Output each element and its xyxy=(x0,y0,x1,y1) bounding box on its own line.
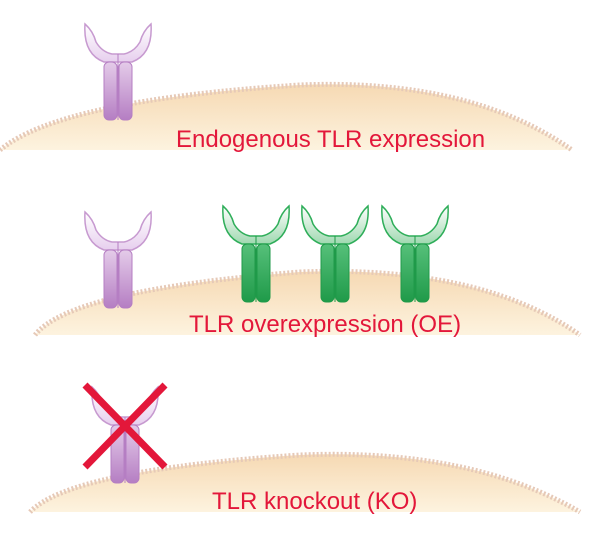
label-knockout: TLR knockout (KO) xyxy=(212,488,418,515)
label-overexpression: TLR overexpression (OE) xyxy=(189,311,462,338)
cell-membrane-2 xyxy=(35,271,580,335)
label-endogenous: Endogenous TLR expression xyxy=(176,126,486,153)
membrane-edge-3 xyxy=(28,451,582,515)
cell-membrane-3 xyxy=(30,454,580,512)
panel-knockout xyxy=(28,382,582,515)
panel-overexpression xyxy=(33,205,582,338)
membrane-edge-2 xyxy=(33,268,582,338)
cell-membrane-1 xyxy=(0,84,572,150)
cross-icon xyxy=(82,382,168,470)
panel-endogenous xyxy=(0,23,574,153)
